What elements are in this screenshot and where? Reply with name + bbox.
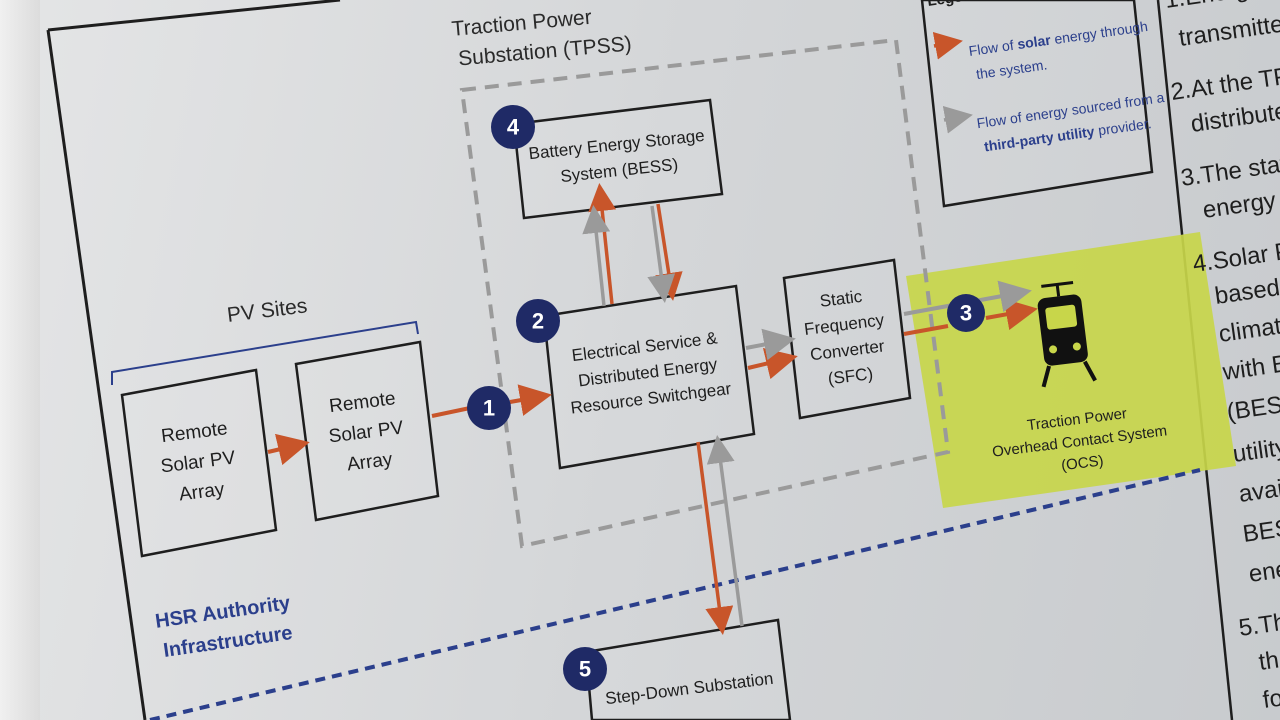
badge-2: 2 xyxy=(516,299,560,343)
svg-text:Traction Power: Traction Power xyxy=(451,6,593,41)
flow-utility-switchgear-to-bess xyxy=(582,205,611,307)
svg-text:based o: based o xyxy=(1213,271,1280,310)
outer-frame-top xyxy=(47,0,341,32)
pv-sites-bracket xyxy=(111,320,419,385)
svg-text:(BESS): (BESS) xyxy=(1225,388,1280,426)
tpss-title: Traction Power Substation (TPSS) xyxy=(451,6,633,71)
legend: Legen Flow of solar energy through the s… xyxy=(920,0,1165,208)
flow-switchgear-to-sfc xyxy=(747,347,798,380)
train-icon xyxy=(1037,280,1097,388)
svg-text:3.The static: 3.The static xyxy=(1179,148,1280,192)
ocs-highlight xyxy=(906,232,1236,508)
svg-text:th: th xyxy=(1257,646,1280,676)
badge-4: 4 xyxy=(491,105,535,149)
legend-solar-arrow xyxy=(932,31,963,60)
svg-text:4: 4 xyxy=(507,115,520,140)
legend-heading: Legen xyxy=(926,0,972,10)
svg-text:2: 2 xyxy=(532,309,544,334)
svg-text:(OCS): (OCS) xyxy=(1060,452,1104,474)
svg-text:5: 5 xyxy=(579,657,591,682)
svg-text:energy to: energy to xyxy=(1201,183,1280,224)
tpss-boundary xyxy=(459,37,951,549)
outer-frame-left xyxy=(46,29,147,720)
svg-text:5.The: 5.The xyxy=(1237,607,1280,642)
flow-utility-stepdown-to-switchgear xyxy=(706,435,744,627)
step-down-substation-box: Step-Down Substation xyxy=(584,618,792,720)
svg-text:climate: climate xyxy=(1217,311,1280,348)
flow-pv2-to-badge1 xyxy=(431,406,471,418)
svg-text:transmitted: transmitted xyxy=(1177,9,1280,52)
legend-utility-arrow xyxy=(942,105,973,134)
svg-text:fo: fo xyxy=(1261,684,1280,714)
svg-text:utility: utility xyxy=(1231,434,1280,468)
flow-bess-to-switchgear xyxy=(654,203,683,301)
hsr-boundary-line xyxy=(149,468,1201,720)
svg-text:avail: avail xyxy=(1237,474,1280,508)
svg-text:2.At the TPSS: 2.At the TPSS xyxy=(1169,58,1280,106)
svg-text:4.Solar PV: 4.Solar PV xyxy=(1191,235,1280,278)
remote-pv-array-1: Remote Solar PV Array xyxy=(120,368,278,558)
flow-utility-switchgear-to-sfc xyxy=(745,328,796,361)
sfc-box: Static Frequency Converter (SFC) xyxy=(782,258,912,420)
svg-text:1: 1 xyxy=(483,396,495,421)
badge-1: 1 xyxy=(467,386,511,430)
svg-text:BESS: BESS xyxy=(1241,512,1280,548)
board-edge xyxy=(0,0,40,720)
flow-utility-bess-to-switchgear xyxy=(647,205,676,303)
pv-sites-label: PV Sites xyxy=(226,294,309,327)
bess-box: Battery Energy Storage System (BESS) xyxy=(512,98,724,220)
remote-pv-array-2: Remote Solar PV Array xyxy=(294,340,440,522)
badge-5: 5 xyxy=(563,647,607,691)
flow-sfc-to-badge3 xyxy=(903,324,949,336)
hsr-authority-label: HSR Authority Infrastructure xyxy=(154,592,294,662)
svg-text:ene: ene xyxy=(1247,556,1280,588)
flow-switchgear-to-stepdown xyxy=(696,441,734,635)
switchgear-box: Electrical Service & Distributed Energy … xyxy=(542,284,756,470)
flow-badge1-to-switchgear xyxy=(509,384,552,416)
badge-3: 3 xyxy=(947,294,985,332)
svg-text:3: 3 xyxy=(960,301,972,326)
svg-text:distributed: distributed xyxy=(1189,96,1280,138)
flow-pv1-to-pv2 xyxy=(267,433,310,466)
svg-text:with Ba: with Ba xyxy=(1220,348,1280,386)
svg-text:1.Energ: 1.Energ xyxy=(1163,0,1250,14)
